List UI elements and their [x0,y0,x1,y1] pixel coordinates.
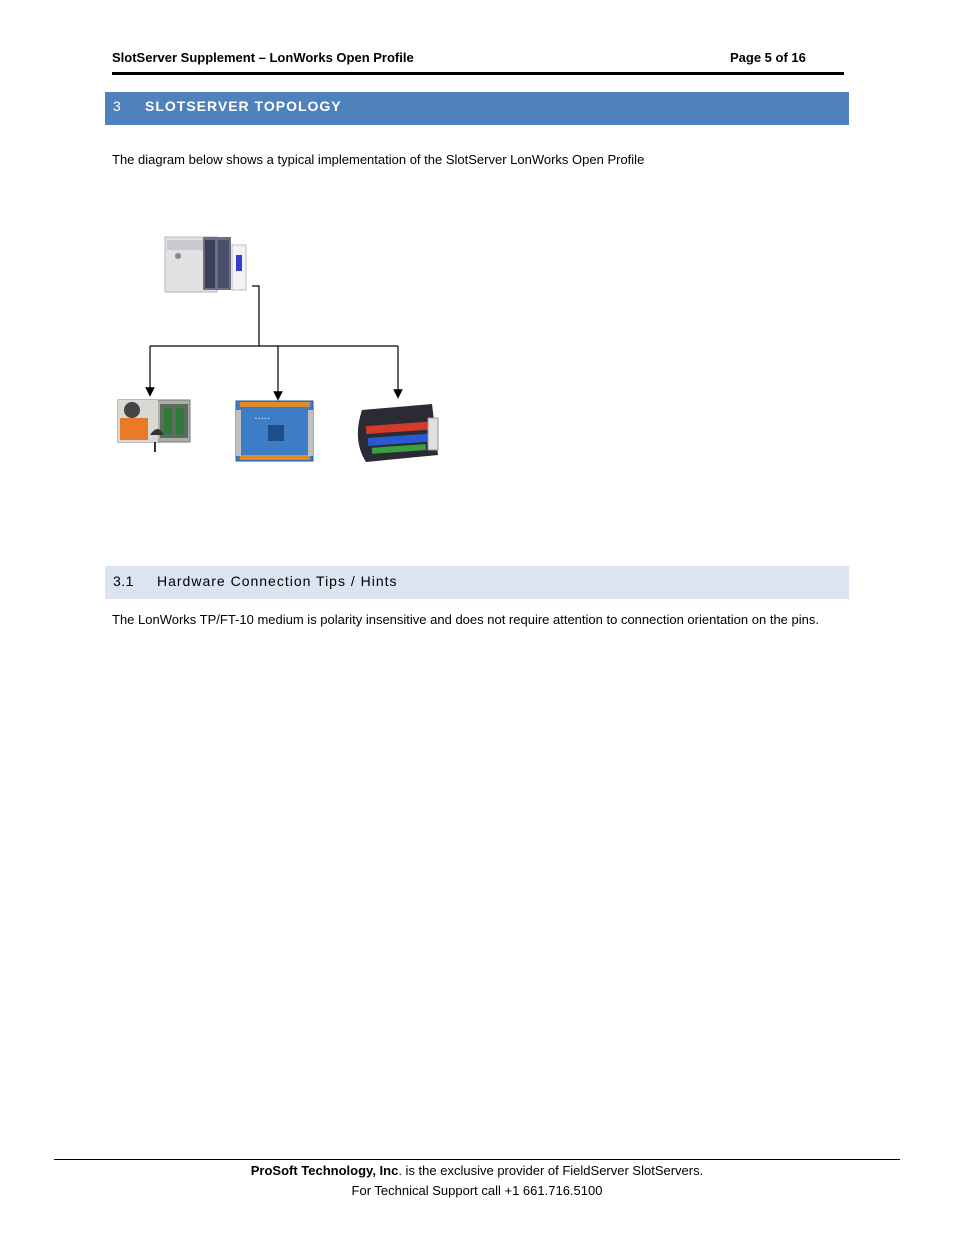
connection-tips-paragraph: The LonWorks TP/FT-10 medium is polarity… [112,612,819,627]
section-3-heading: 3 SLOTSERVER TOPOLOGY [105,92,849,125]
plc-controller-image [164,236,247,293]
header-title: SlotServer Supplement – LonWorks Open Pr… [112,50,414,65]
actuator-controller-image [117,399,191,452]
connection-lines [145,285,403,401]
subsection-number: 3.1 [113,573,134,589]
io-module-image: ▪ ▪ ▪ ▪ ▪ [235,400,314,462]
footer-rule [54,1159,900,1160]
svg-text:▪ ▪ ▪ ▪ ▪: ▪ ▪ ▪ ▪ ▪ [255,416,270,422]
header-page-number: Page 5 of 16 [730,50,806,65]
subsection-title: Hardware Connection Tips / Hints [157,573,398,589]
section-number: 3 [113,98,121,114]
intro-paragraph: The diagram below shows a typical implem… [112,152,645,167]
topology-diagram: ▪ ▪ ▪ ▪ ▪ [117,236,439,462]
footer-support-line: For Technical Support call +1 661.716.51… [351,1183,603,1198]
header-rule [112,72,844,75]
footer-company: ProSoft Technology, Inc [250,1163,399,1178]
footer-provider-text: . is the exclusive provider of FieldServ… [398,1163,704,1178]
section-3-1-heading: 3.1 Hardware Connection Tips / Hints [105,566,849,599]
gateway-device-image [357,404,439,462]
footer-provider-line: ProSoft Technology, Inc. is the exclusiv… [0,1163,954,1178]
section-title: SLOTSERVER TOPOLOGY [145,98,342,114]
